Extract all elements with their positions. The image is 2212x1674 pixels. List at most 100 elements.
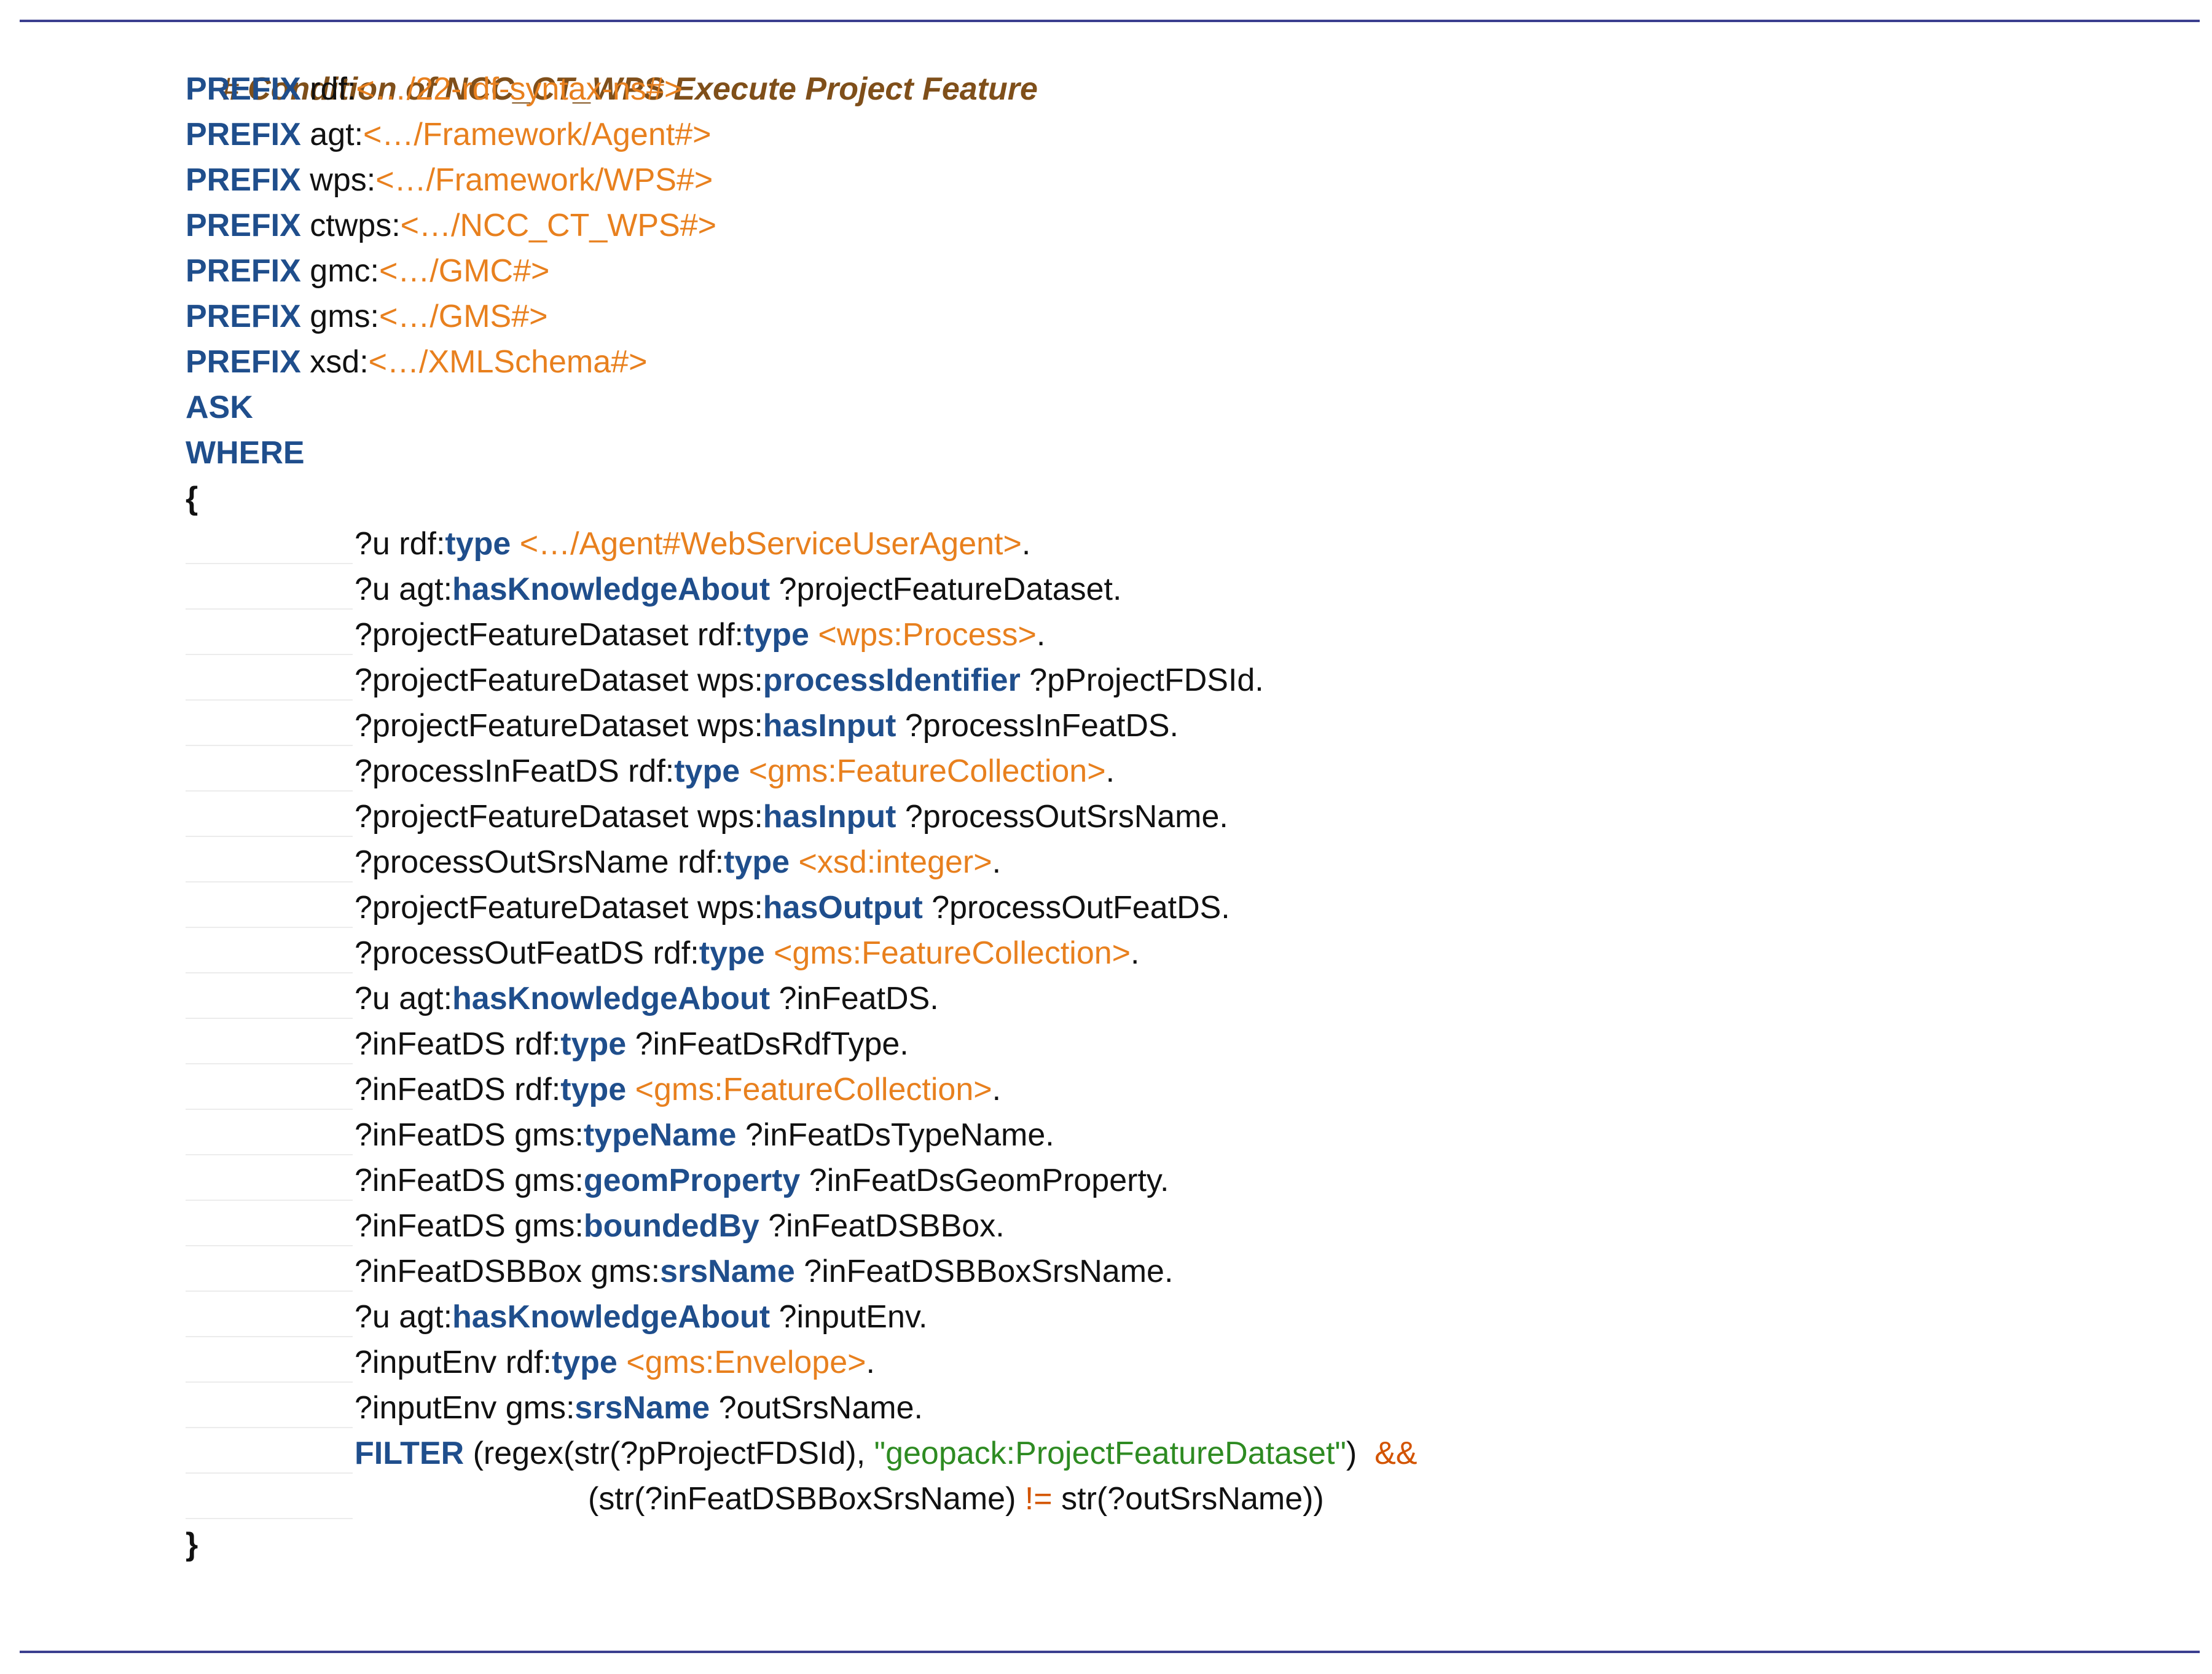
triple-predicate: type [674,753,740,789]
prefix-keyword: PREFIX [186,344,301,380]
triple-object [765,935,774,971]
triple-iri: <xsd:integer> [798,844,992,880]
triple-iri: <gms:FeatureCollection> [635,1072,992,1107]
triple-subject: ?inputEnv gms: [355,1390,575,1426]
ask-line: ASK [186,385,2176,430]
triple-predicate: type [560,1072,627,1107]
triple-predicate: hasInput [763,708,896,744]
prefix-iri: <…/NCC_CT_WPS#> [400,208,717,243]
triple-terminator: . [1131,935,1140,971]
triple-predicate: typeName [583,1117,737,1153]
triple-subject: ?inFeatDS gms: [355,1163,584,1198]
triple-subject: ?u rdf: [355,526,445,562]
triple-iri: <gms:FeatureCollection> [774,935,1131,971]
triple-subject: ?processOutSrsName rdf: [355,844,724,880]
prefix-keyword: PREFIX [186,253,301,289]
triple-object: ?inputEnv. [770,1299,928,1335]
triple-object: ?processOutSrsName. [896,799,1228,835]
triple-object: ?inFeatDsTypeName. [736,1117,1054,1153]
triple-object: ?pProjectFDSId. [1020,662,1264,698]
triple-line: ?u agt:hasKnowledgeAbout ?inputEnv. [186,1294,2176,1340]
triple-object: ?inFeatDsRdfType. [626,1026,909,1062]
triple-subject: ?projectFeatureDataset wps: [355,799,763,835]
ask-keyword: ASK [186,390,253,425]
triple-predicate: type [699,935,765,971]
triple-subject: ?processInFeatDS rdf: [355,753,675,789]
filter-string-literal: "geopack:ProjectFeatureDataset" [874,1436,1346,1471]
triple-predicate: type [724,844,790,880]
triple-line: ?projectFeatureDataset wps:hasOutput ?pr… [186,885,2176,930]
filter-keyword: FILTER [355,1436,465,1471]
triple-line: ?processOutSrsName rdf:type <xsd:integer… [186,839,2176,885]
triple-line: ?inFeatDS gms:geomProperty ?inFeatDsGeom… [186,1158,2176,1203]
triple-line: ?inFeatDS rdf:type <gms:FeatureCollectio… [186,1067,2176,1112]
prefix-keyword: PREFIX [186,208,301,243]
prefix-iri: <…/GMC#> [378,253,550,289]
filter-expression-start: (regex(str(?pProjectFDSId), [464,1436,874,1471]
prefix-name: wps: [300,162,376,198]
triple-object [809,617,818,653]
prefix-keyword: PREFIX [186,299,301,334]
prefix-iri: <…/22-rdf-syntax-ns#> [356,71,683,107]
filter-continuation-line: (str(?inFeatDSBBoxSrsName) != str(?outSr… [186,1476,2176,1522]
prefix-line: PREFIX wps:<…/Framework/WPS#> [186,157,2176,203]
sparql-code-block: # Condition of NCC_CT_WPS Execute Projec… [186,21,2176,1567]
triple-line: ?inFeatDS gms:typeName ?inFeatDsTypeName… [186,1112,2176,1158]
triple-object: ?processOutFeatDS. [922,890,1230,925]
close-brace: } [186,1527,198,1562]
triple-line: ?processOutFeatDS rdf:type <gms:FeatureC… [186,930,2176,976]
triple-subject: ?u agt: [355,1299,453,1335]
triple-object [618,1345,626,1380]
prefix-name: xsd: [300,344,369,380]
triple-line: ?u agt:hasKnowledgeAbout ?projectFeature… [186,567,2176,612]
prefix-line: PREFIX ctwps:<…/NCC_CT_WPS#> [186,203,2176,248]
triple-subject: ?projectFeatureDataset wps: [355,708,763,744]
triple-object [740,753,748,789]
triple-predicate: type [551,1345,618,1380]
triple-subject: ?projectFeatureDataset rdf: [355,617,743,653]
bottom-rule [20,1651,2200,1653]
triple-object [511,526,519,562]
triple-subject: ?u agt: [355,572,453,607]
triple-subject: ?inFeatDS rdf: [355,1026,561,1062]
triple-object: ?projectFeatureDataset. [770,572,1122,607]
prefix-line: PREFIX gms:<…/GMS#> [186,294,2176,339]
triple-line: ?inFeatDSBBox gms:srsName ?inFeatDSBBoxS… [186,1249,2176,1294]
prefix-keyword: PREFIX [186,162,301,198]
triple-line: ?processInFeatDS rdf:type <gms:FeatureCo… [186,749,2176,794]
filter-line: FILTER (regex(str(?pProjectFDSId), "geop… [186,1431,2176,1476]
triple-subject: ?projectFeatureDataset wps: [355,890,763,925]
triple-terminator: . [866,1345,875,1380]
triple-subject: ?inFeatDSBBox gms: [355,1254,661,1289]
triple-iri: <…/Agent#WebServiceUserAgent> [519,526,1022,562]
triple-object: ?inFeatDSBBox. [759,1208,1005,1244]
filter-continuation-start: (str(?inFeatDSBBoxSrsName) [588,1481,1025,1517]
close-brace-line: } [186,1522,2176,1567]
open-brace: { [186,481,198,516]
triple-terminator: . [1021,526,1031,562]
prefix-iri: <…/GMS#> [378,299,548,334]
triple-line: ?inputEnv gms:srsName ?outSrsName. [186,1385,2176,1431]
triple-predicate: srsName [660,1254,795,1289]
filter-continuation-end: str(?outSrsName)) [1052,1481,1324,1517]
prefix-iri: <…/XMLSchema#> [368,344,648,380]
triple-predicate: srsName [575,1390,710,1426]
triple-subject: ?inFeatDS gms: [355,1117,584,1153]
triple-iri: <gms:FeatureCollection> [748,753,1106,789]
triple-predicate: boundedBy [583,1208,759,1244]
triple-predicate: type [743,617,809,653]
triple-object: ?processInFeatDS. [896,708,1179,744]
triple-object [626,1072,635,1107]
triple-subject: ?inFeatDS gms: [355,1208,584,1244]
triple-terminator: . [1036,617,1046,653]
triple-subject: ?inFeatDS rdf: [355,1072,561,1107]
triple-object [790,844,798,880]
prefix-name: gmc: [300,253,379,289]
prefix-name: gms: [300,299,379,334]
prefix-line: PREFIX rdf:<…/22-rdf-syntax-ns#> [186,66,2176,112]
triple-line: ?inFeatDS gms:boundedBy ?inFeatDSBBox. [186,1203,2176,1249]
triple-subject: ?u agt: [355,981,453,1016]
triple-line: ?inFeatDS rdf:type ?inFeatDsRdfType. [186,1021,2176,1067]
where-keyword: WHERE [186,435,305,471]
triple-predicate: hasKnowledgeAbout [452,572,771,607]
